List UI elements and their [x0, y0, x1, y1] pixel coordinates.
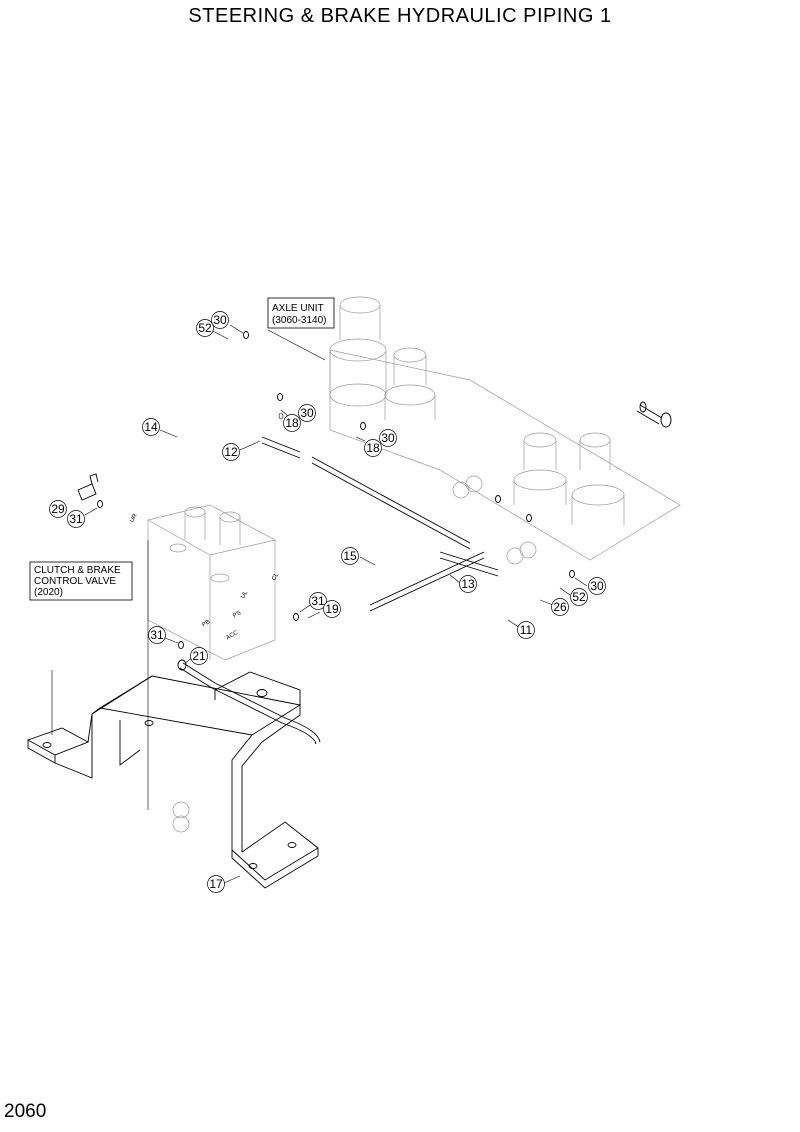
- brake-pipe: [261, 436, 499, 612]
- svg-text:52: 52: [198, 321, 212, 335]
- svg-text:30: 30: [590, 579, 604, 593]
- page-number: 2060: [4, 1101, 47, 1122]
- callout-18-right: 18: [364, 439, 382, 457]
- callout-52-top: 52: [196, 319, 214, 337]
- control-valve-line2: CONTROL VALVE: [34, 576, 116, 587]
- control-valve-drawing: UR UL CL PS PB ACC: [129, 504, 281, 810]
- callout-21: 21: [190, 647, 208, 665]
- callout-14: 14: [142, 418, 160, 436]
- callouts: 52 30 18 30 18 30 14 12 29 31 15 13 30 5…: [49, 311, 606, 893]
- callout-26: 26: [551, 598, 569, 616]
- axle-unit-ref: (3060-3140): [272, 315, 326, 326]
- callout-11: 11: [517, 621, 535, 639]
- port-acc: ACC: [225, 630, 240, 642]
- axle-unit-name: AXLE UNIT: [272, 303, 324, 314]
- svg-text:14: 14: [144, 420, 158, 434]
- svg-text:15: 15: [343, 549, 357, 563]
- svg-text:30: 30: [381, 431, 395, 445]
- steel-balls: [172, 475, 537, 833]
- callout-15: 15: [341, 547, 359, 565]
- svg-text:18: 18: [285, 416, 299, 430]
- control-valve-label: CLUTCH & BRAKE CONTROL VALVE (2020): [29, 561, 133, 601]
- callout-30-right: 30: [379, 429, 397, 447]
- tee-fitting: [77, 473, 99, 501]
- svg-text:19: 19: [325, 602, 339, 616]
- control-valve-ref: (2020): [34, 587, 63, 598]
- svg-text:30: 30: [213, 313, 227, 327]
- callout-31-mid: 31: [309, 592, 327, 610]
- svg-text:26: 26: [553, 600, 567, 614]
- svg-text:29: 29: [51, 502, 65, 516]
- elbow-fitting: [636, 401, 672, 428]
- callout-19: 19: [323, 600, 341, 618]
- port-ps: PS: [232, 610, 242, 619]
- port-pb: PB: [201, 619, 211, 628]
- svg-text:18: 18: [366, 441, 380, 455]
- callout-30-lower: 30: [588, 577, 606, 595]
- callout-17: 17: [207, 875, 225, 893]
- svg-text:30: 30: [300, 406, 314, 420]
- control-valve-line1: CLUTCH & BRAKE: [34, 565, 121, 576]
- callout-30-top: 30: [211, 311, 229, 329]
- svg-text:11: 11: [520, 623, 533, 637]
- port-ur: UR: [129, 513, 139, 524]
- svg-text:13: 13: [461, 577, 475, 591]
- hose-assembly: [177, 659, 321, 745]
- page-title: STEERING & BRAKE HYDRAULIC PIPING 1: [188, 5, 612, 27]
- svg-text:21: 21: [192, 649, 206, 663]
- axle-unit-label: AXLE UNIT (3060-3140): [267, 297, 335, 361]
- port-cl: CL: [271, 572, 280, 582]
- callout-31-tee: 31: [67, 510, 85, 528]
- svg-text:52: 52: [572, 590, 586, 604]
- axle-unit-drawing: [329, 296, 681, 561]
- svg-text:12: 12: [224, 445, 238, 459]
- svg-text:31: 31: [150, 628, 164, 642]
- o-rings: [97, 331, 575, 649]
- svg-text:31: 31: [311, 594, 325, 608]
- leader-lines: [84, 324, 588, 884]
- callout-29: 29: [49, 500, 67, 518]
- port-ul: UL: [240, 590, 249, 600]
- callout-31-valve: 31: [148, 626, 166, 644]
- callout-12: 12: [222, 443, 240, 461]
- mounting-bracket: [26, 670, 319, 889]
- callout-52-lower: 52: [570, 588, 588, 606]
- callout-13: 13: [459, 575, 477, 593]
- callout-18-left: 18: [283, 414, 301, 432]
- svg-text:17: 17: [209, 877, 223, 891]
- svg-text:31: 31: [69, 512, 83, 526]
- callout-30-left: 30: [298, 404, 316, 422]
